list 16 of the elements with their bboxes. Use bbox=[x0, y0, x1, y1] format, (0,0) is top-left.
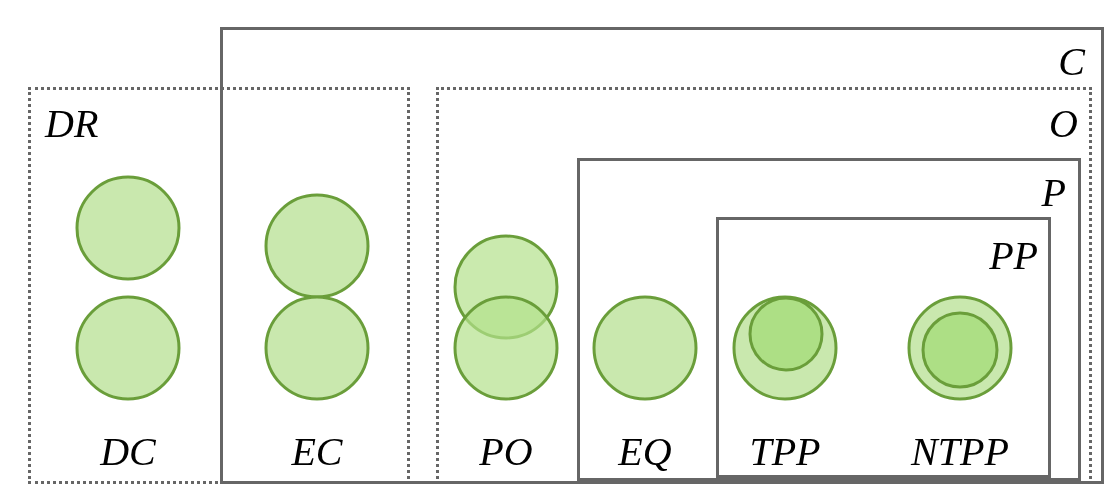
region-frame bbox=[220, 27, 1104, 484]
region-frame bbox=[716, 217, 1051, 478]
region-frame bbox=[28, 87, 410, 484]
relation-label: TPP bbox=[749, 432, 821, 472]
region-label: P bbox=[1041, 173, 1066, 213]
region-frame bbox=[436, 87, 1092, 484]
relation-label: DC bbox=[100, 432, 156, 472]
relation-label: EQ bbox=[618, 432, 672, 472]
relation-label: NTPP bbox=[911, 432, 1009, 472]
relation-label: PO bbox=[479, 432, 533, 472]
region-label: C bbox=[1058, 42, 1085, 82]
region-label: DR bbox=[45, 104, 99, 144]
relation-label: EC bbox=[291, 432, 343, 472]
region-label: PP bbox=[989, 236, 1038, 276]
region-label: O bbox=[1049, 104, 1078, 144]
region-frame bbox=[577, 158, 1081, 481]
